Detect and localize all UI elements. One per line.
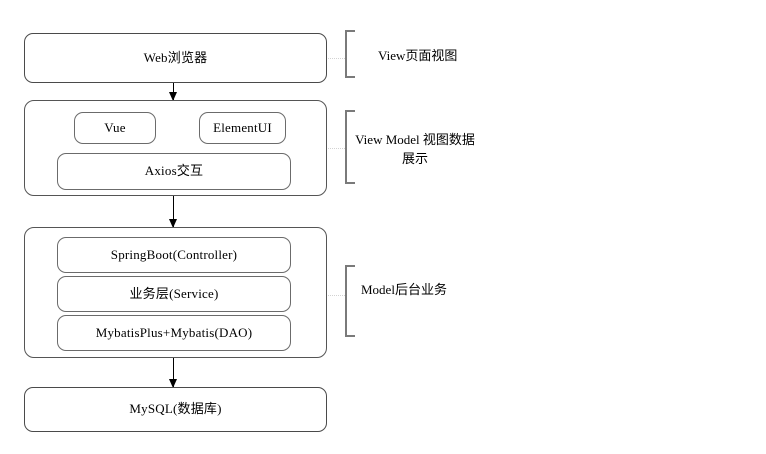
bracket-view xyxy=(345,30,355,78)
node-element-ui: ElementUI xyxy=(199,112,286,144)
connector-line-model xyxy=(328,295,345,297)
node-label-axios: Axios交互 xyxy=(144,163,204,179)
node-web-browser: Web浏览器 xyxy=(24,33,327,83)
node-label-vue: Vue xyxy=(104,119,126,135)
arrow-model-to-database xyxy=(169,358,177,388)
connector-line-view xyxy=(328,58,345,60)
arrow-viewmodel-to-model xyxy=(169,196,177,228)
arrow-browser-to-viewmodel xyxy=(169,83,177,101)
node-mybatis-dao: MybatisPlus+Mybatis(DAO) xyxy=(57,315,291,351)
node-vue: Vue xyxy=(74,112,156,144)
annotation-label-model: Model后台业务 xyxy=(361,282,447,297)
annotation-label-viewmodel: View Model 视图数据展示 xyxy=(355,132,475,166)
node-label-mysql-database: MySQL(数据库) xyxy=(129,401,222,417)
node-axios: Axios交互 xyxy=(57,153,291,190)
annotation-label-view: View页面视图 xyxy=(378,48,458,63)
bracket-viewmodel xyxy=(345,110,355,184)
node-label-service-layer: 业务层(Service) xyxy=(129,285,219,301)
node-label-web-browser: Web浏览器 xyxy=(143,49,208,65)
node-label-element-ui: ElementUI xyxy=(213,119,272,135)
node-label-springboot-controller: SpringBoot(Controller) xyxy=(110,246,238,262)
bracket-model xyxy=(345,265,355,337)
connector-line-viewmodel xyxy=(328,148,345,150)
node-mysql-database: MySQL(数据库) xyxy=(24,387,327,432)
node-service-layer: 业务层(Service) xyxy=(57,276,291,312)
node-springboot-controller: SpringBoot(Controller) xyxy=(57,237,291,273)
node-label-mybatis-dao: MybatisPlus+Mybatis(DAO) xyxy=(95,324,253,340)
